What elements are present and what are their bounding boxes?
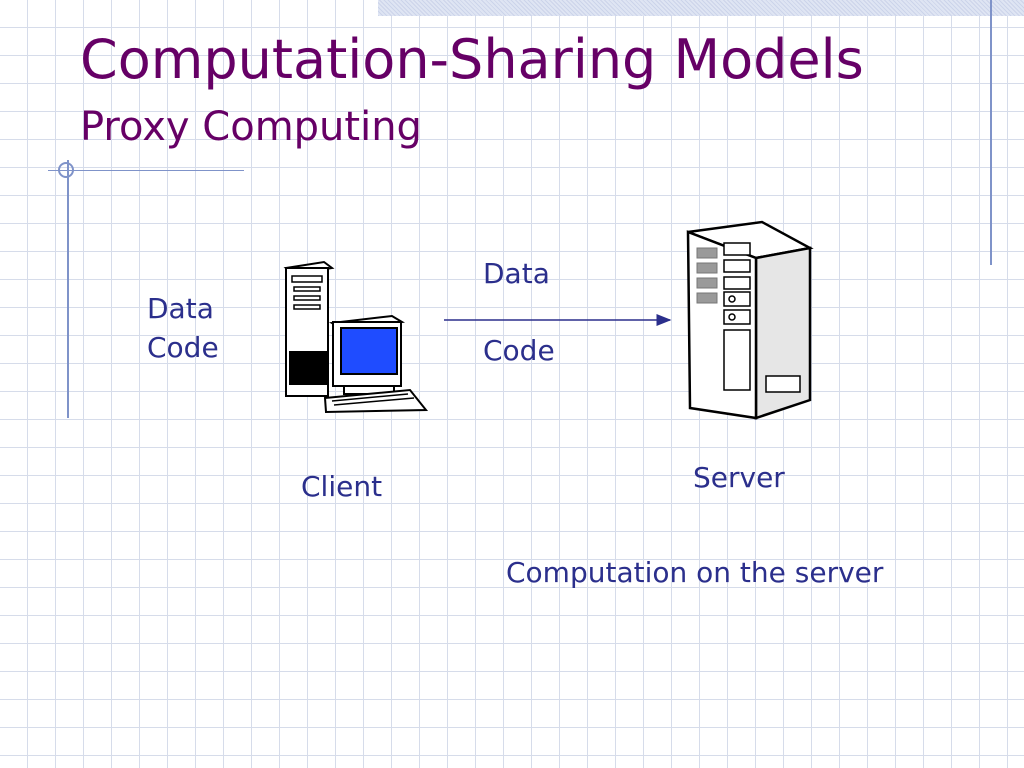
slide-title: Computation-Sharing Models: [80, 28, 864, 91]
client-computer-icon: [283, 260, 429, 414]
client-label: Client: [301, 470, 383, 503]
client-code-label: Code: [147, 330, 219, 364]
server-label: Server: [693, 461, 785, 494]
ring-decor: [58, 162, 74, 178]
top-decor-band: [378, 0, 1024, 16]
arrow-code-label: Code: [483, 334, 555, 367]
server-tower-icon: [686, 220, 814, 420]
client-text-block: Data Code: [147, 290, 219, 367]
caption: Computation on the server: [506, 556, 884, 589]
title-underline: [48, 170, 244, 171]
arrow-data-label: Data: [483, 257, 550, 290]
client-data-label: Data: [147, 292, 214, 325]
top-right-vertical-line: [990, 0, 992, 265]
slide-subtitle: Proxy Computing: [80, 104, 422, 150]
left-vertical-line: [67, 160, 69, 418]
